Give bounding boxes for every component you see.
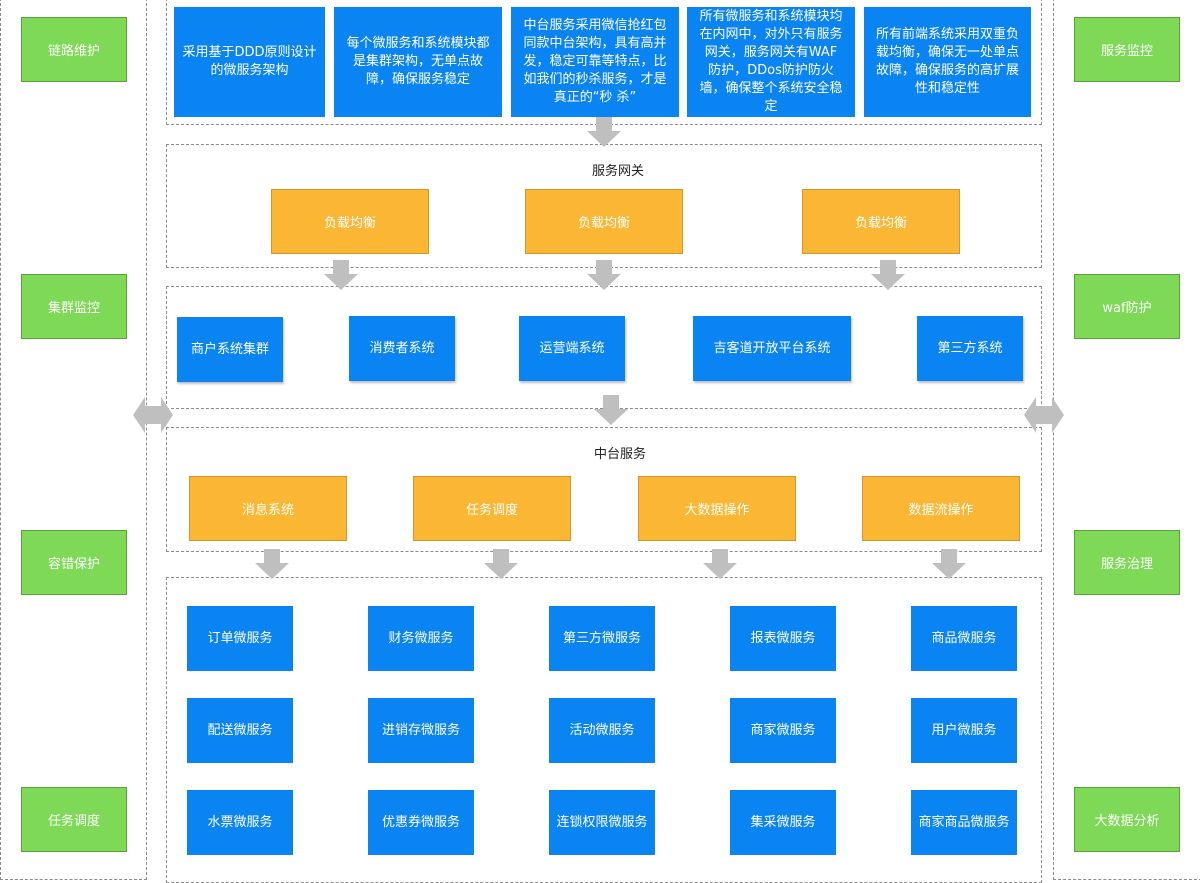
microservice-box: 商家商品微服务: [911, 790, 1017, 855]
right-item-waf-protection: waf防护: [1074, 274, 1180, 339]
right-item-service-monitoring: 服务监控: [1074, 17, 1180, 82]
microservice-box: 财务微服务: [368, 606, 474, 671]
microservice-box: 连锁权限微服务: [549, 790, 655, 855]
left-item-task-scheduling: 任务调度: [21, 787, 127, 852]
system-operations: 运营端系统: [519, 316, 625, 381]
microservice-box: 进销存微服务: [368, 698, 474, 763]
microservice-box: 活动微服务: [549, 698, 655, 763]
system-open-platform: 吉客道开放平台系统: [693, 316, 851, 381]
left-double-arrow-icon: [133, 397, 173, 433]
down-arrow-icon: [871, 260, 905, 290]
down-arrow-icon: [703, 549, 737, 579]
gateway-load-balancer: 负载均衡: [802, 189, 960, 254]
right-double-arrow-icon: [1024, 397, 1064, 433]
principle-load-balancing: 所有前端系统采用双重负载均衡，确保无一处单点故障，确保服务的高扩展性和稳定性: [864, 7, 1031, 117]
system-consumer: 消费者系统: [349, 316, 455, 381]
middle-task-scheduling: 任务调度: [413, 476, 571, 541]
principle-cluster: 每个微服务和系统模块都是集群架构，无单点故障，确保服务稳定: [334, 7, 502, 117]
microservice-box: 集采微服务: [730, 790, 836, 855]
microservice-box: 水票微服务: [187, 790, 293, 855]
left-column-frame: [0, 0, 147, 880]
microservice-box: 优惠券微服务: [368, 790, 474, 855]
middle-section: [166, 427, 1042, 552]
down-arrow-icon: [932, 549, 966, 579]
middle-big-data: 大数据操作: [638, 476, 796, 541]
microservice-box: 订单微服务: [187, 606, 293, 671]
middle-messaging: 消息系统: [189, 476, 347, 541]
middle-data-stream: 数据流操作: [862, 476, 1020, 541]
principle-middle-platform: 中台服务采用微信抢红包同款中台架构，具有高并发，稳定可靠等特点，比如我们的秒杀服…: [511, 7, 679, 117]
down-arrow-icon: [587, 260, 621, 290]
right-item-service-governance: 服务治理: [1074, 530, 1180, 595]
microservice-box: 商家微服务: [730, 698, 836, 763]
left-item-link-maintenance: 链路维护: [21, 17, 127, 82]
system-third-party: 第三方系统: [917, 316, 1023, 381]
microservice-box: 商品微服务: [911, 606, 1017, 671]
principle-intranet: 所有微服务和系统模块均在内网中，对外只有服务网关，服务网关有WAF防护，DDos…: [687, 7, 855, 117]
left-item-fault-tolerance: 容错保护: [21, 530, 127, 595]
down-arrow-icon: [594, 395, 628, 425]
microservice-box: 报表微服务: [730, 606, 836, 671]
gateway-title: 服务网关: [592, 164, 645, 179]
principle-ddd: 采用基于DDD原则设计的微服务架构: [174, 7, 325, 117]
gateway-load-balancer: 负载均衡: [525, 189, 683, 254]
right-item-big-data-analysis: 大数据分析: [1074, 787, 1180, 852]
gateway-load-balancer: 负载均衡: [271, 189, 429, 254]
system-merchant-cluster: 商户系统集群: [177, 317, 283, 382]
middle-title: 中台服务: [594, 447, 647, 462]
down-arrow-icon: [587, 117, 621, 147]
down-arrow-icon: [484, 549, 518, 579]
down-arrow-icon: [324, 260, 358, 290]
right-column-frame: [1053, 0, 1200, 880]
left-item-cluster-monitoring: 集群监控: [21, 274, 127, 339]
down-arrow-icon: [255, 549, 289, 579]
microservice-box: 配送微服务: [187, 698, 293, 763]
microservice-box: 第三方微服务: [549, 606, 655, 671]
microservice-box: 用户微服务: [911, 698, 1017, 763]
